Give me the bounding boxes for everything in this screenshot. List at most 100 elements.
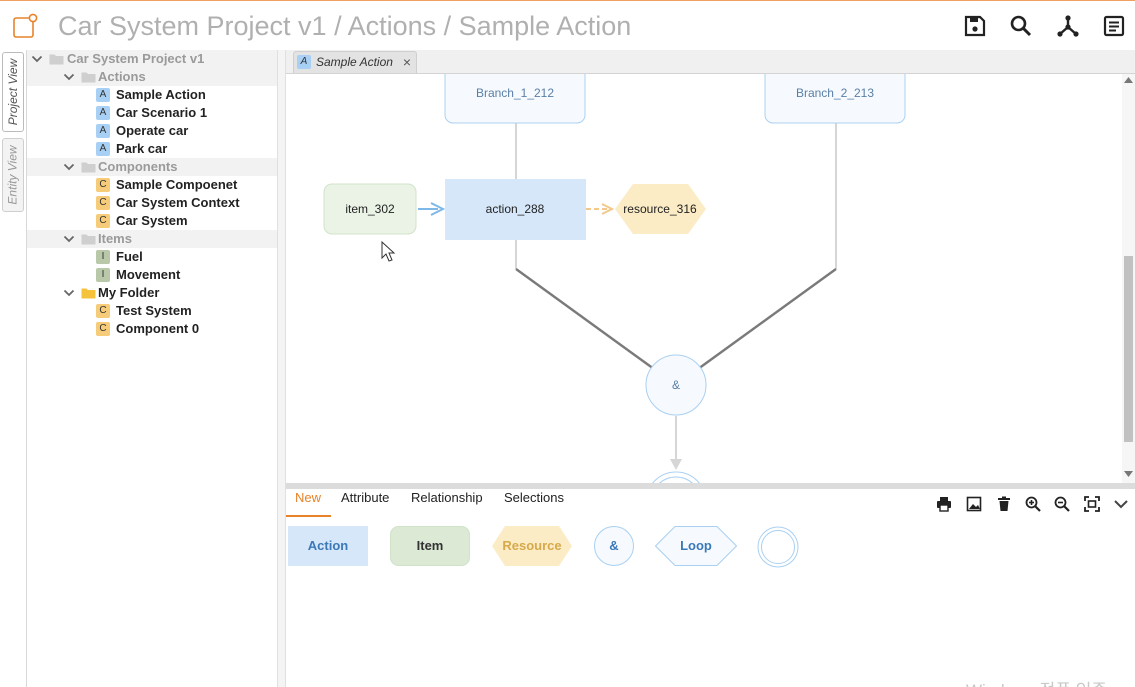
chevron-down-icon[interactable] (1113, 496, 1129, 512)
zoom-out-icon[interactable] (1054, 496, 1070, 512)
chevron-down-icon[interactable] (63, 233, 75, 245)
palette-action-button[interactable]: Action (288, 526, 368, 566)
tree-root[interactable]: Car System Project v1 (27, 50, 277, 68)
node-action[interactable]: action_288 (445, 179, 586, 240)
folder-icon (81, 72, 96, 83)
tree-folder-my-folder[interactable]: My Folder (27, 284, 277, 302)
palette-and-button[interactable]: & (593, 526, 635, 566)
palette-item-label: Item (417, 538, 444, 553)
tree-item-label: Park car (116, 141, 168, 156)
node-action-label: action_288 (486, 202, 545, 216)
scrollbar-thumb[interactable] (1124, 256, 1133, 442)
save-icon[interactable] (962, 13, 988, 39)
tree-item-label: Sample Action (116, 87, 206, 102)
document-list-icon[interactable] (1101, 13, 1127, 39)
palette-loop-label: Loop (680, 538, 712, 553)
palette-loop-button[interactable]: Loop (654, 526, 738, 566)
zoom-in-icon[interactable] (1025, 496, 1041, 512)
palette-and-label: & (609, 538, 618, 553)
chevron-down-icon[interactable] (63, 287, 75, 299)
component-badge-icon: C (96, 196, 110, 210)
tree-splitter[interactable] (277, 50, 286, 687)
tree-item-label: Sample Compoenet (116, 177, 238, 192)
tree-folder-components[interactable]: Components (27, 158, 277, 176)
component-badge-icon: C (96, 214, 110, 228)
tab-project-view[interactable]: Project View (2, 52, 24, 132)
folder-icon (81, 288, 96, 299)
node-and-gate[interactable]: & (645, 354, 707, 416)
palette-end-button[interactable] (757, 526, 799, 568)
node-item-label: item_302 (345, 202, 395, 216)
tree-item-label: Operate car (116, 123, 189, 138)
folder-icon (81, 162, 96, 173)
component-badge-icon: C (96, 304, 110, 318)
tree-folder-label: Actions (98, 69, 146, 84)
diagram-canvas[interactable]: Branch_1_212 Branch_2_213 item_302 actio… (286, 74, 1135, 484)
tab-relationship[interactable]: Relationship (411, 490, 483, 505)
node-resource[interactable]: resource_316 (615, 184, 706, 234)
tree-item-park-car[interactable]: A Park car (27, 140, 277, 158)
delete-icon[interactable] (996, 496, 1012, 512)
node-end[interactable] (646, 471, 706, 484)
chevron-down-icon[interactable] (31, 53, 43, 65)
node-branch-1[interactable]: Branch_1_212 (444, 74, 586, 124)
tab-entity-view-label: Entity View (6, 145, 21, 205)
image-export-icon[interactable] (966, 496, 982, 512)
palette-tab-bar: New Attribute Relationship Selections (286, 489, 1135, 519)
editor-tab-bar: A Sample Action × (286, 50, 1135, 74)
tree-folder-label: My Folder (98, 285, 160, 300)
node-branch-2[interactable]: Branch_2_213 (764, 74, 906, 124)
panel-splitter[interactable] (286, 483, 1135, 489)
folder-icon (81, 234, 96, 245)
app-logo-icon (13, 13, 38, 38)
tab-selections[interactable]: Selections (504, 490, 564, 505)
action-badge-icon: A (96, 88, 110, 102)
project-tree: Car System Project v1 Actions A Sample Ac… (27, 50, 277, 687)
chevron-down-icon[interactable] (63, 161, 75, 173)
connector-to-and-right (697, 268, 837, 370)
scroll-down-icon[interactable] (1124, 471, 1133, 477)
canvas-scrollbar[interactable] (1122, 74, 1135, 484)
search-icon[interactable] (1008, 13, 1034, 39)
hierarchy-icon[interactable] (1055, 13, 1081, 39)
print-icon[interactable] (936, 496, 952, 512)
chevron-down-icon[interactable] (63, 71, 75, 83)
os-watermark: Windows 정품 인증 (966, 676, 1107, 687)
arrowhead-down-icon (670, 459, 682, 470)
mouse-cursor-icon (381, 240, 396, 262)
palette-resource-button[interactable]: Resource (492, 526, 572, 566)
component-badge-icon: C (96, 178, 110, 192)
tab-attribute[interactable]: Attribute (341, 490, 390, 505)
close-icon[interactable]: × (402, 54, 411, 70)
scroll-up-icon[interactable] (1124, 77, 1133, 83)
tree-item-label: Car System (116, 213, 188, 228)
tree-item-sample-action[interactable]: A Sample Action (27, 86, 277, 104)
tab-entity-view[interactable]: Entity View (2, 138, 24, 212)
arrowhead-right-icon (601, 203, 615, 215)
node-and-gate-label: & (672, 378, 680, 392)
node-item[interactable]: item_302 (323, 183, 417, 235)
fit-screen-icon[interactable] (1084, 496, 1100, 512)
tree-folder-items[interactable]: Items (27, 230, 277, 248)
tree-item-sample-compoenet[interactable]: C Sample Compoenet (27, 176, 277, 194)
tree-item-label: Component 0 (116, 321, 200, 336)
action-badge-icon: A (297, 55, 311, 69)
tab-new[interactable]: New (286, 489, 331, 517)
palette-item-button[interactable]: Item (390, 526, 470, 566)
node-branch-2-label: Branch_2_213 (796, 86, 874, 100)
tree-folder-label: Components (98, 159, 178, 174)
tree-folder-label: Items (98, 231, 132, 246)
palette-action-label: Action (308, 538, 349, 553)
tab-sample-action[interactable]: A Sample Action × (293, 51, 417, 73)
tree-item-car-system[interactable]: C Car System (27, 212, 277, 230)
action-badge-icon: A (96, 142, 110, 156)
tree-folder-actions[interactable]: Actions (27, 68, 277, 86)
top-bar: Car System Project v1 / Actions / Sample… (0, 0, 1135, 50)
